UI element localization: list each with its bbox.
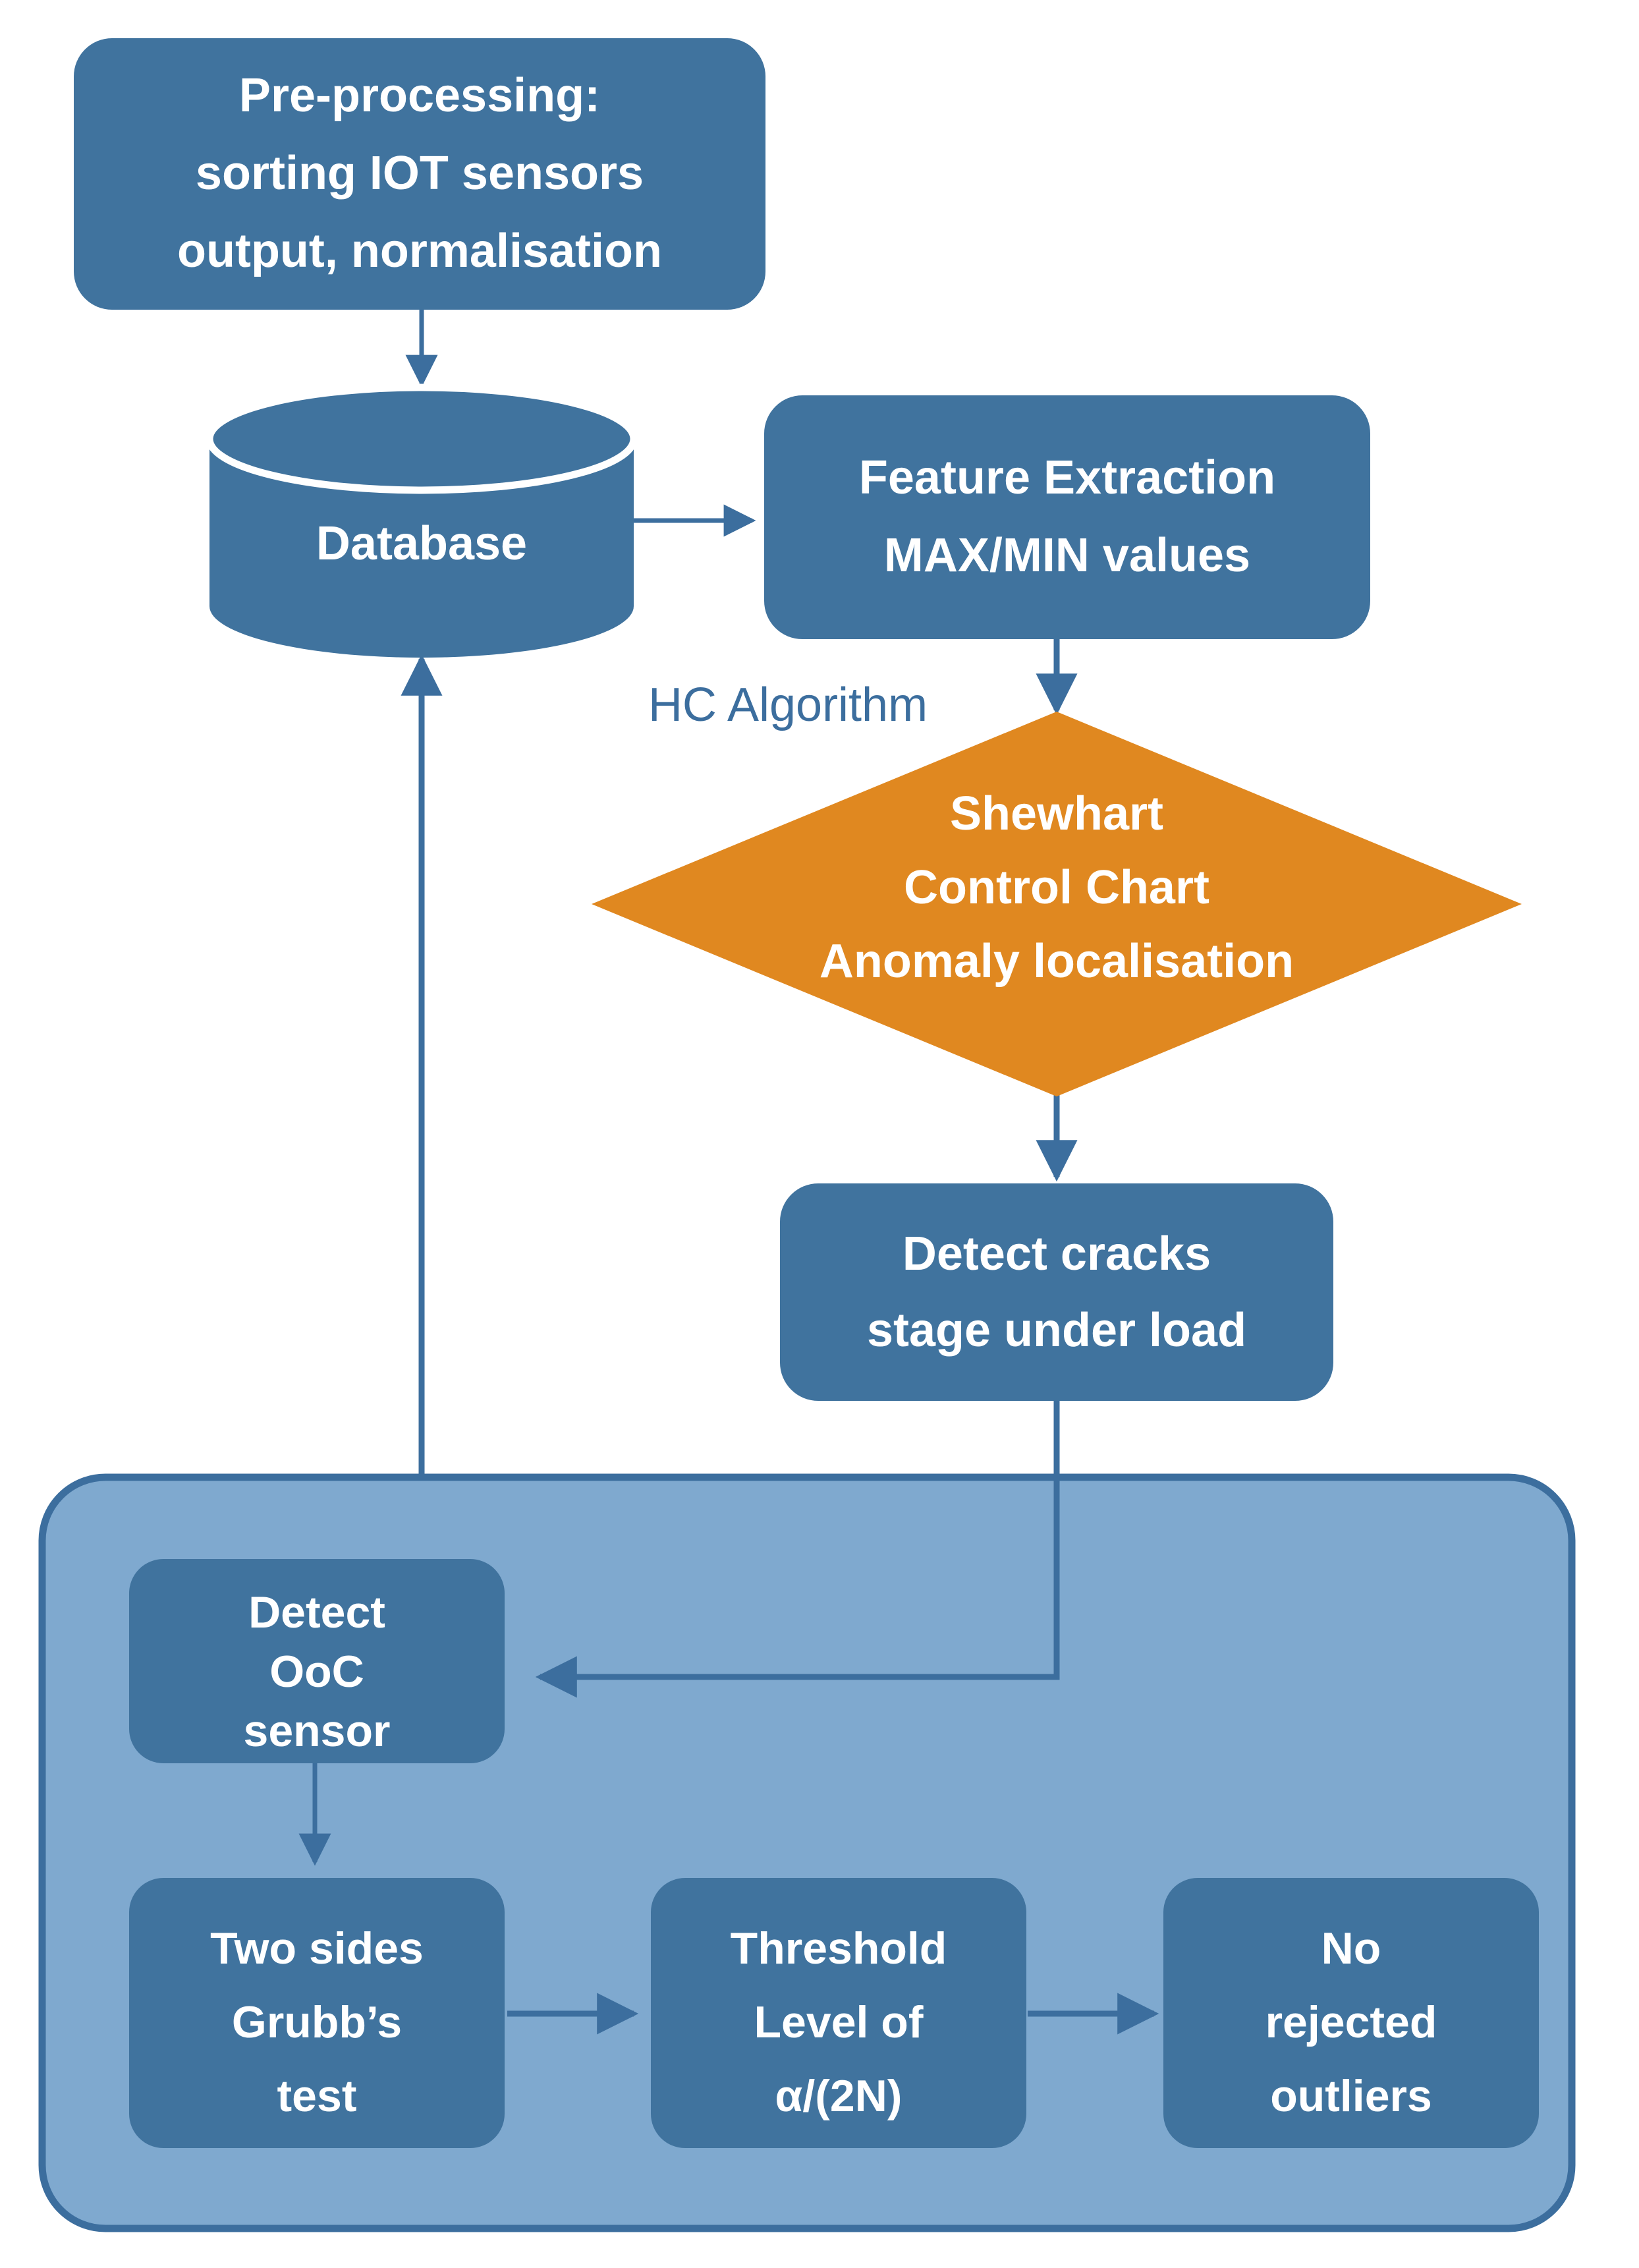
node-detect-cracks-line-1: Detect cracks	[903, 1228, 1211, 1280]
node-preprocessing-line-3: output, normalisation	[177, 225, 662, 277]
node-shewhart-shape[interactable]	[592, 712, 1522, 1096]
node-detect-cracks[interactable]: Detect cracks stage under load	[780, 1183, 1333, 1401]
node-detect-ooc-sensor[interactable]: Detect OoC sensor	[129, 1559, 505, 1763]
node-database[interactable]: Database	[206, 383, 638, 658]
node-feature-extraction-line-1: Feature Extraction	[859, 451, 1275, 504]
node-detect-ooc-sensor-shape[interactable]	[129, 1559, 505, 1763]
node-detect-cracks-shape[interactable]	[780, 1183, 1333, 1401]
node-detect-cracks-line-2: stage under load	[867, 1304, 1246, 1357]
node-shewhart-line-2: Control Chart	[904, 861, 1209, 914]
node-no-outliers-line-2: rejected	[1265, 1997, 1437, 2047]
node-grubbs-line-3: test	[277, 2071, 357, 2121]
node-feature-extraction-line-2: MAX/MIN values	[884, 529, 1250, 582]
node-detect-ooc-line-2: OoC	[269, 1647, 364, 1697]
node-preprocessing-line-2: sorting IOT sensors	[196, 147, 644, 200]
node-grubbs-line-2: Grubb’s	[232, 1997, 402, 2047]
node-no-rejected-outliers-shape[interactable]	[1163, 1878, 1539, 2148]
node-database-label: Database	[316, 517, 527, 570]
node-shewhart-line-3: Anomaly localisation	[820, 935, 1294, 988]
node-no-outliers-line-1: No	[1321, 1923, 1381, 1973]
node-shewhart-line-1: Shewhart	[950, 787, 1163, 840]
edge-label-hc-algorithm: HC Algorithm	[648, 679, 928, 731]
node-threshold-line-1: Threshold	[731, 1923, 947, 1973]
node-feature-extraction-shape[interactable]	[764, 395, 1370, 639]
node-grubbs-line-1: Two sides	[210, 1923, 424, 1973]
node-preprocessing-line-1: Pre-processing:	[239, 69, 600, 122]
node-threshold-line-3: α/(2N)	[775, 2071, 903, 2121]
node-database-top-ellipse	[206, 383, 638, 494]
node-feature-extraction[interactable]: Feature Extraction MAX/MIN values	[764, 395, 1370, 639]
node-grubbs-test[interactable]: Two sides Grubb’s test	[129, 1878, 505, 2148]
node-no-rejected-outliers[interactable]: No rejected outliers	[1163, 1878, 1539, 2148]
node-threshold-line-2: Level of	[754, 1997, 924, 2047]
node-preprocessing[interactable]: Pre-processing: sorting IOT sensors outp…	[74, 38, 765, 310]
node-database-body[interactable]	[209, 439, 634, 658]
node-grubbs-test-shape[interactable]	[129, 1878, 505, 2148]
node-no-outliers-line-3: outliers	[1270, 2071, 1432, 2121]
node-threshold-level-shape[interactable]	[651, 1878, 1026, 2148]
node-threshold-level[interactable]: Threshold Level of α/(2N)	[651, 1878, 1026, 2148]
node-shewhart-decision[interactable]: Shewhart Control Chart Anomaly localisat…	[592, 712, 1522, 1096]
node-detect-ooc-line-3: sensor	[244, 1706, 391, 1756]
node-detect-ooc-line-1: Detect	[248, 1587, 385, 1637]
connector-detect-cracks-to-detect-ooc	[535, 1398, 1060, 1698]
node-preprocessing-shape[interactable]	[74, 38, 765, 310]
